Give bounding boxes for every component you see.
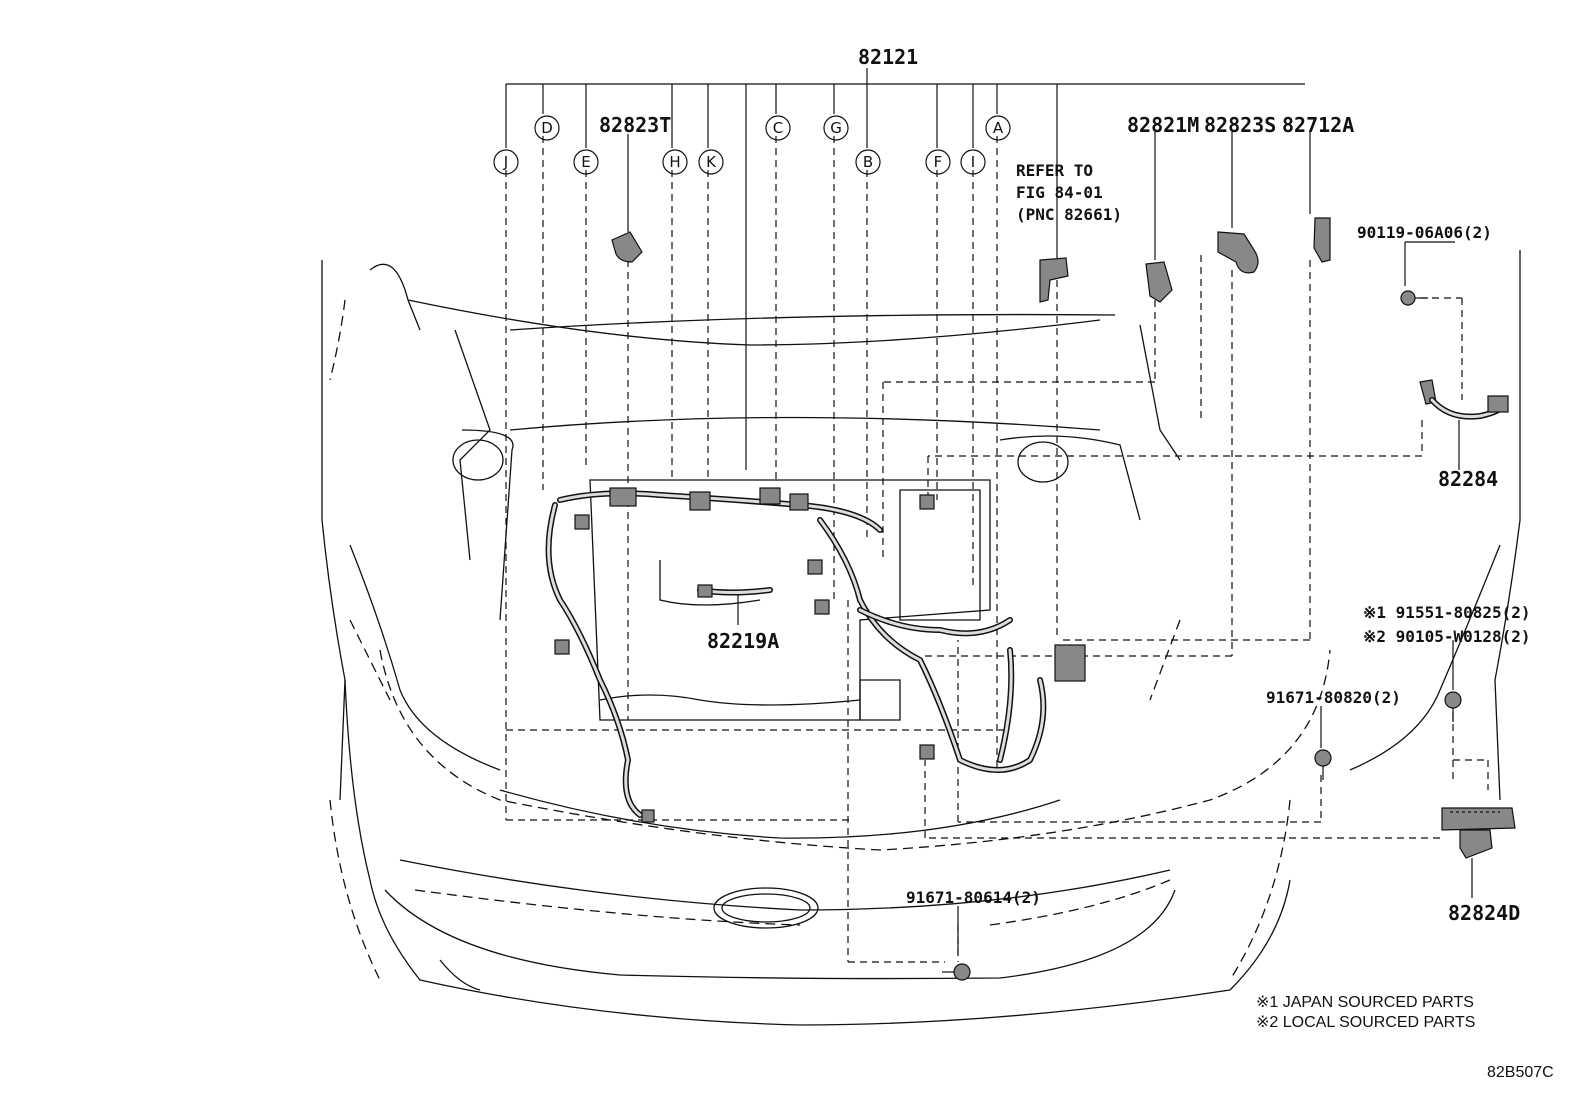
svg-text:I: I (971, 153, 975, 171)
svg-text:E: E (581, 153, 590, 171)
label-82823S: 82823S (1204, 113, 1276, 137)
svg-text:G: G (830, 119, 842, 137)
svg-text:D: D (541, 119, 553, 137)
footnote-japan: ※1 JAPAN SOURCED PARTS (1256, 994, 1474, 1011)
callout-A: A (985, 115, 1011, 141)
bolt-91551-icon (1444, 691, 1462, 722)
label-91671-80820: 91671-80820(2) (1266, 688, 1401, 707)
callout-B: B (855, 149, 881, 175)
engine-bay (545, 479, 1086, 823)
label-82823T: 82823T (599, 113, 671, 137)
connector-82823T-icon (611, 231, 643, 263)
dashed-leaders (505, 136, 1489, 963)
label-82821M: 82821M (1127, 113, 1199, 137)
svg-text:K: K (706, 153, 717, 171)
refer-line-2: FIG 84-01 (1016, 183, 1103, 202)
label-82824D: 82824D (1448, 901, 1520, 925)
label-82219A: 82219A (707, 629, 779, 653)
callout-H: H (662, 149, 688, 175)
connector-82823S-icon (1217, 231, 1259, 274)
harness-leader-lines (505, 68, 1473, 955)
refer-bracket-icon (1039, 257, 1069, 303)
refer-line-1: REFER TO (1016, 161, 1093, 180)
bolt-90119-icon (1400, 290, 1428, 306)
footnote-local: ※2 LOCAL SOURCED PARTS (1256, 1014, 1475, 1031)
figure-code: 82B507C (1487, 1064, 1554, 1081)
connector-82712A-icon (1313, 217, 1331, 263)
svg-text:C: C (773, 119, 783, 137)
callout-F: F (925, 149, 951, 175)
callout-J: J (493, 149, 519, 175)
callout-C: C (765, 115, 791, 141)
svg-text:J: J (503, 153, 508, 171)
connector-82821M-icon (1145, 261, 1173, 303)
bolt-91671-820-icon (1314, 749, 1332, 780)
label-90119: 90119-06A06(2) (1357, 223, 1492, 242)
bolt-91671-614-icon (942, 963, 971, 981)
label-82284: 82284 (1438, 467, 1498, 491)
vehicle-body (321, 250, 1521, 1026)
label-82712A: 82712A (1282, 113, 1354, 137)
label-91671-80614: 91671-80614(2) (906, 888, 1041, 907)
junction-82824D-icon (1441, 807, 1516, 859)
label-90105: ※2 90105-W0128(2) (1363, 627, 1531, 646)
refer-line-3: (PNC 82661) (1016, 205, 1122, 224)
svg-text:A: A (993, 119, 1004, 137)
callout-D: D (534, 115, 560, 141)
callout-I: I (960, 149, 986, 175)
callout-E: E (573, 149, 599, 175)
label-91551: ※1 91551-80825(2) (1363, 603, 1531, 622)
svg-text:H: H (669, 153, 680, 171)
sensor-82284-icon (1419, 379, 1509, 420)
callout-K: K (698, 149, 724, 175)
svg-text:F: F (934, 153, 943, 171)
svg-text:B: B (863, 153, 873, 171)
label-82121: 82121 (858, 45, 918, 69)
callout-G: G (823, 115, 849, 141)
